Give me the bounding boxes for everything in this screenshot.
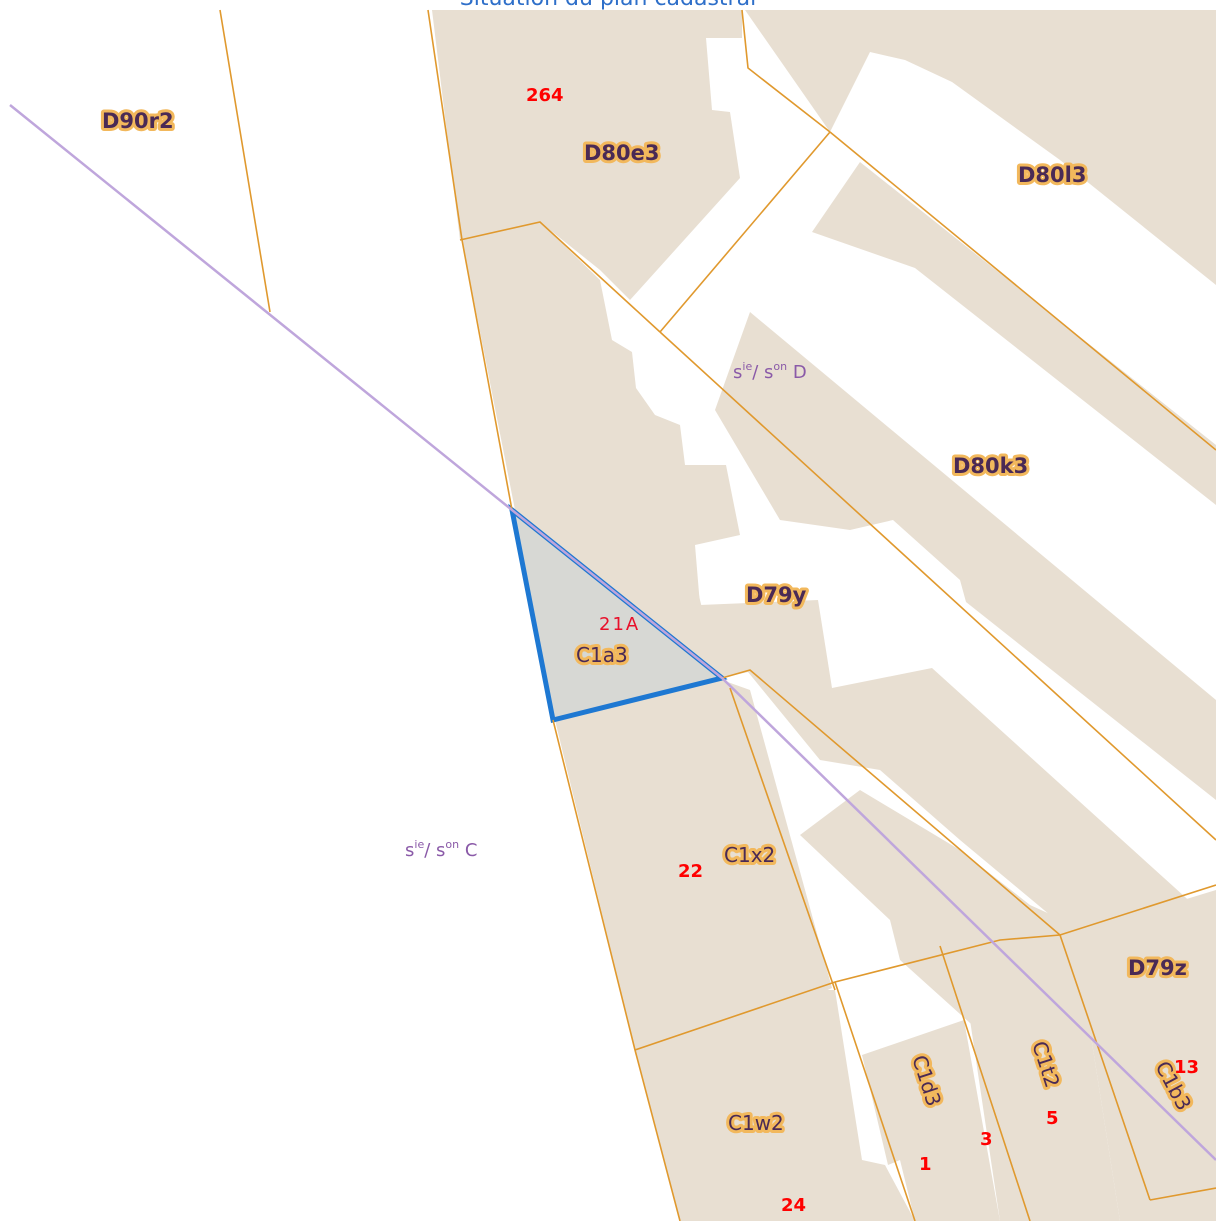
address-number-13: 13 — [1174, 1057, 1199, 1078]
section-label-d: sie/ son D — [733, 360, 807, 383]
parcel-label-d90r2[interactable]: D90r2 — [99, 106, 177, 136]
building-d79y-strip — [462, 222, 1216, 1060]
boundary-c1d3-west — [834, 981, 916, 1221]
parcel-label-d79z[interactable]: D79z — [1125, 953, 1190, 983]
section-label-c: sie/ son C — [405, 838, 477, 861]
address-number-264: 264 — [526, 85, 564, 106]
parcel-label-d80l3[interactable]: D80l3 — [1015, 160, 1089, 190]
address-number-1: 1 — [919, 1154, 932, 1175]
boundary-strip-right — [721, 669, 1061, 936]
building-c1b3 — [1090, 1000, 1216, 1221]
address-number-5: 5 — [1046, 1108, 1059, 1129]
building-c1d3 — [862, 1020, 1000, 1221]
parcel-boundaries — [219, 9, 1216, 1221]
parcel-label-c1a3[interactable]: C1a3 — [573, 640, 631, 670]
boundary-d80e3-east — [741, 9, 831, 133]
boundary-d90r2-right — [219, 9, 271, 313]
address-number-24: 24 — [781, 1195, 806, 1216]
address-number-22: 22 — [678, 861, 703, 882]
address-number-3: 3 — [980, 1129, 993, 1150]
boundary-d80e3-south — [459, 221, 661, 333]
section-boundary-line — [9, 104, 1216, 1161]
boundary-d80l3-south — [829, 131, 1216, 451]
boundary-c1d3-east — [939, 945, 1031, 1221]
parcel-label-c1x2[interactable]: C1x2 — [721, 840, 778, 870]
boundary-c1x2-east — [729, 687, 836, 991]
parcel-label-d80e3[interactable]: D80e3 — [581, 138, 663, 168]
building-d80k3 — [715, 312, 1216, 800]
building-d80l3 — [745, 10, 1216, 285]
boundary-d80e3-diag — [659, 131, 831, 333]
building-c1x2 — [555, 680, 832, 1050]
building-d80l3-bar — [812, 162, 1216, 505]
boundary-d80k3-top — [659, 331, 1216, 841]
building-c1t2 — [970, 985, 1120, 1221]
parcel-label-d79y[interactable]: D79y — [743, 580, 810, 610]
address-number-21a: 21A — [599, 614, 640, 635]
building-c1w2 — [635, 990, 915, 1221]
parcel-label-c1w2[interactable]: C1w2 — [725, 1108, 787, 1138]
boundary-row-top — [634, 884, 1216, 1051]
boundary-c1b3-bottom — [1149, 1187, 1216, 1201]
building-c1a3-area — [462, 240, 720, 720]
map-header: Situation du plan cadastral — [0, 0, 1216, 10]
parcel-label-d80k3[interactable]: D80k3 — [950, 451, 1031, 481]
boundary-c1t2-east — [1059, 934, 1151, 1201]
buildings-layer — [432, 10, 1216, 1221]
map-title: Situation du plan cadastral — [0, 0, 1216, 10]
building-d80e3 — [432, 10, 742, 300]
